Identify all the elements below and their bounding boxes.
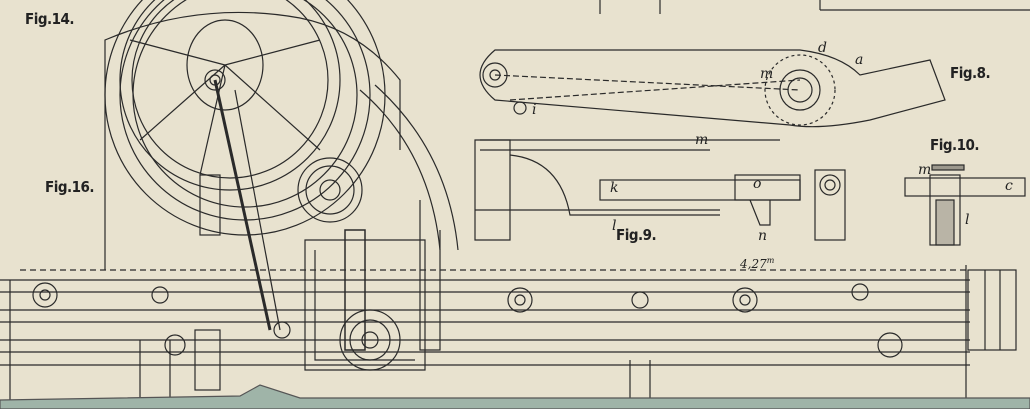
fig10-section [904,164,1026,246]
letter-label: m [760,66,774,82]
machine-bed [0,269,970,400]
letter-label: m [695,132,709,148]
letter-label: c [1005,178,1013,194]
figure-label-14: Fig.14. [25,10,75,28]
bearings [32,282,903,358]
large-gear [104,0,401,270]
letter-label: m [918,162,932,178]
letter-label: o [753,176,762,192]
letter-label: l [612,218,617,234]
letter-label: d [818,40,827,56]
small-gear [297,157,363,223]
letter-label: l [965,212,970,228]
letter-label: k [610,180,619,196]
gear-train-right [965,265,1017,409]
fig9-bracket [474,139,846,241]
mat-edge [0,384,1030,409]
dimension-label: 4,27m [740,256,775,271]
letter-label: i [532,102,537,118]
figure-label-8: Fig.8. [950,64,991,82]
letter-label: n [758,228,768,244]
figure-label-10: Fig.10. [930,136,980,154]
fig8-lever [479,49,946,128]
letter-label: a [855,52,864,68]
figure-label-9: Fig.9. [616,226,657,244]
figure-label-16: Fig.16. [45,178,95,196]
curved-rack [359,89,441,251]
